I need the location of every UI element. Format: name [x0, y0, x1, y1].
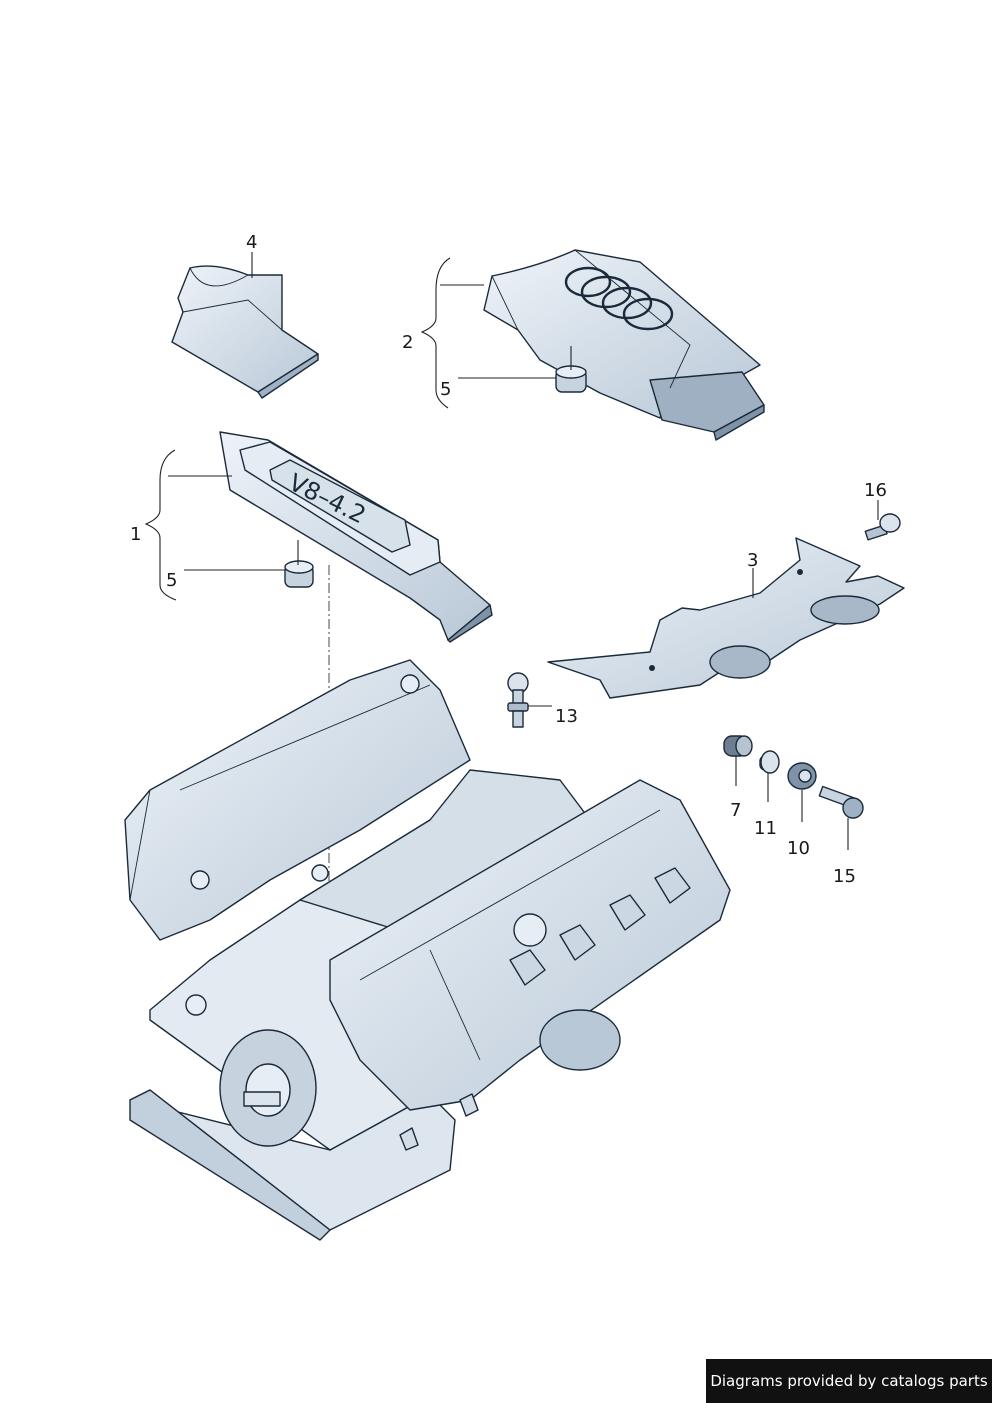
- credit-banner: Diagrams provided by catalogs parts: [706, 1359, 992, 1403]
- part-10-grommet: [787, 762, 817, 790]
- callout-13: 13: [555, 706, 578, 727]
- grommet-5-lower: [284, 560, 314, 588]
- callout-1: 1: [130, 524, 141, 545]
- callout-4: 4: [246, 232, 257, 253]
- part-4-shield: [171, 265, 319, 399]
- part-13-ball-stud: [507, 672, 529, 728]
- part-11-sleeve: [759, 750, 780, 774]
- callout-15: 15: [833, 866, 856, 887]
- callout-16: 16: [864, 480, 887, 501]
- callout-3: 3: [747, 550, 758, 571]
- callout-5-upper: 5: [440, 379, 451, 400]
- callout-2: 2: [402, 332, 413, 353]
- part-2-engine-cover: [483, 249, 765, 441]
- leader-lines: [144, 252, 879, 850]
- callout-10: 10: [787, 838, 810, 859]
- part-7-bushing: [723, 735, 753, 757]
- callout-11: 11: [754, 818, 777, 839]
- part-15-bolt: [818, 785, 864, 819]
- part-16-bolt: [864, 513, 901, 541]
- part-3-heat-shield: [547, 537, 905, 699]
- callout-7: 7: [730, 800, 741, 821]
- grommet-5-upper: [555, 365, 587, 393]
- part-1-v8-cover: V8–4.2: [219, 431, 493, 643]
- engine-assembly: [124, 659, 731, 1241]
- callout-5-lower: 5: [166, 570, 177, 591]
